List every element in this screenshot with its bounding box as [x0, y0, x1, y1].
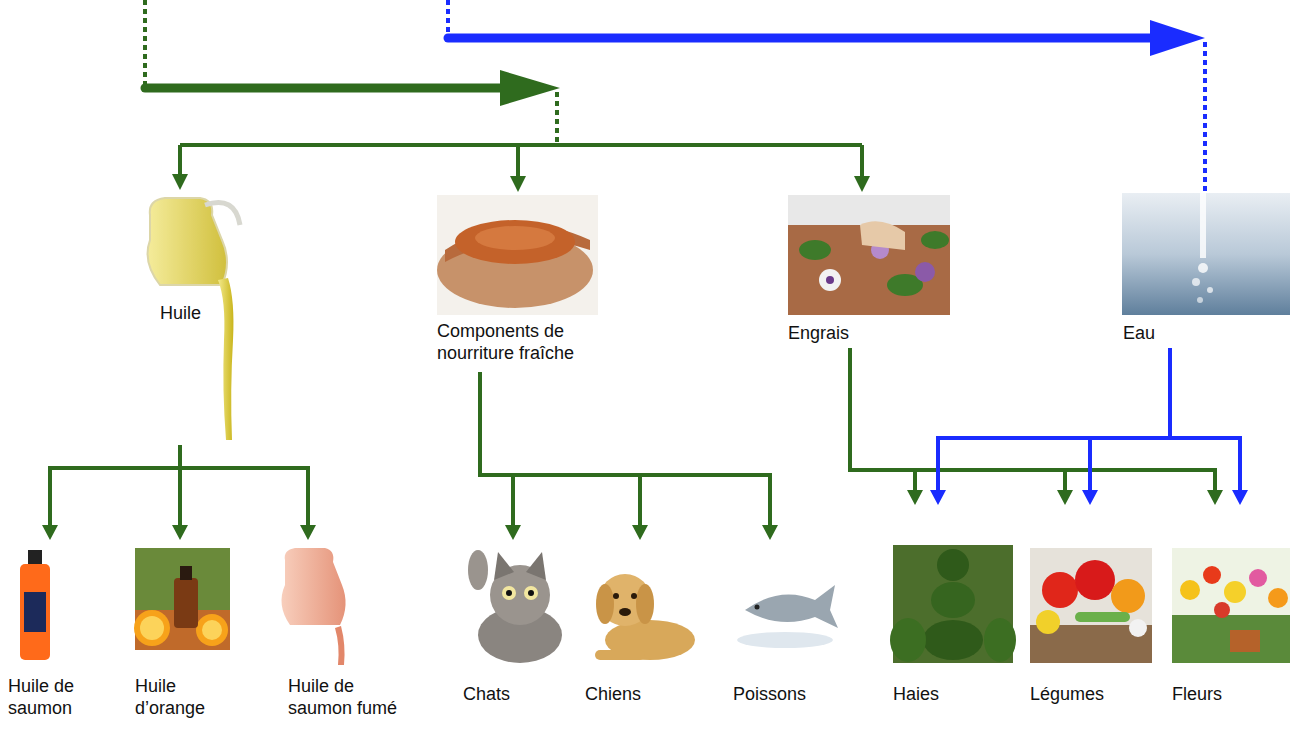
arrow-head	[1057, 490, 1073, 505]
branch-connector	[850, 348, 923, 505]
connector-line	[480, 372, 770, 526]
arrow-head	[632, 525, 648, 540]
branch-connector	[180, 445, 316, 540]
image-node: Huile de saumon	[3, 540, 115, 730]
arrow-head	[907, 490, 923, 505]
connector-line	[1170, 348, 1240, 491]
connector-line	[480, 372, 640, 526]
image-node: Légumes	[1026, 505, 1156, 730]
node-label: Eau	[1123, 322, 1203, 344]
image-node: Haies	[888, 505, 1018, 730]
node-label: Huile d’orange	[135, 675, 215, 719]
image-node: Chats	[458, 540, 578, 730]
arrow-head	[1082, 490, 1098, 505]
branch-connector	[480, 372, 521, 540]
flowers-picture	[1172, 548, 1290, 663]
node-label: Chats	[463, 683, 573, 705]
connector-line	[938, 348, 1170, 491]
image-node: Huile	[115, 190, 255, 445]
branch-connector	[930, 348, 1170, 505]
fish-picture	[737, 585, 838, 648]
hedge-picture	[890, 545, 1016, 663]
node-label: Huile de saumon	[8, 675, 88, 719]
smoked-salmon-oil-picture	[281, 548, 345, 665]
arrow-head	[505, 525, 521, 540]
node-label: Huile	[160, 302, 220, 324]
image-node: Huile d’orange	[128, 540, 243, 730]
image-node: Components de nourriture fraîche	[432, 192, 642, 372]
branch-connector	[42, 445, 180, 540]
orange-oil-picture	[134, 548, 230, 650]
node-label: Engrais	[788, 322, 918, 344]
dog-picture	[595, 574, 695, 660]
green-feed-arrow	[145, 0, 870, 192]
node-label: Haies	[893, 683, 1013, 705]
vegetables-picture	[1030, 548, 1152, 663]
image-node: Fleurs	[1166, 505, 1290, 730]
node-label: Fleurs	[1172, 683, 1284, 705]
oil-illustration	[148, 198, 240, 440]
feed-illustration	[437, 195, 598, 315]
blue-feed-arrow	[448, 0, 1205, 192]
connector-line	[850, 348, 1215, 491]
connector-line	[180, 445, 308, 526]
node-label: Légumes	[1030, 683, 1150, 705]
image-node: Chiens	[580, 540, 700, 730]
arrow-head	[300, 525, 316, 540]
image-node: Poissons	[728, 540, 853, 730]
branch-connector	[480, 372, 648, 540]
branch-connector	[1170, 348, 1248, 505]
connector-line	[1090, 348, 1170, 491]
node-label: Chiens	[585, 683, 695, 705]
salmon-oil-bottle	[20, 550, 50, 660]
arrow-head	[172, 525, 188, 540]
arrow-head	[762, 525, 778, 540]
image-node: Eau	[1118, 190, 1290, 348]
cat-picture	[468, 550, 562, 663]
node-label: Components de nourriture fraîche	[437, 320, 637, 364]
connector-line	[50, 445, 180, 526]
image-node: Huile de saumon fumé	[262, 540, 400, 730]
arrow-head	[1232, 490, 1248, 505]
branch-connector	[850, 348, 1073, 505]
connector-line	[480, 372, 513, 526]
branch-connector	[1082, 348, 1170, 505]
image-node: Engrais	[783, 192, 955, 348]
node-label: Poissons	[733, 683, 843, 705]
arrow-head	[930, 490, 946, 505]
arrow-head	[1207, 490, 1223, 505]
fertilizer-illustration	[788, 195, 950, 315]
branch-connector	[480, 372, 778, 540]
arrow-head	[42, 525, 58, 540]
water-illustration	[1122, 193, 1290, 315]
branch-connector	[850, 348, 1223, 505]
node-label: Huile de saumon fumé	[288, 675, 398, 719]
